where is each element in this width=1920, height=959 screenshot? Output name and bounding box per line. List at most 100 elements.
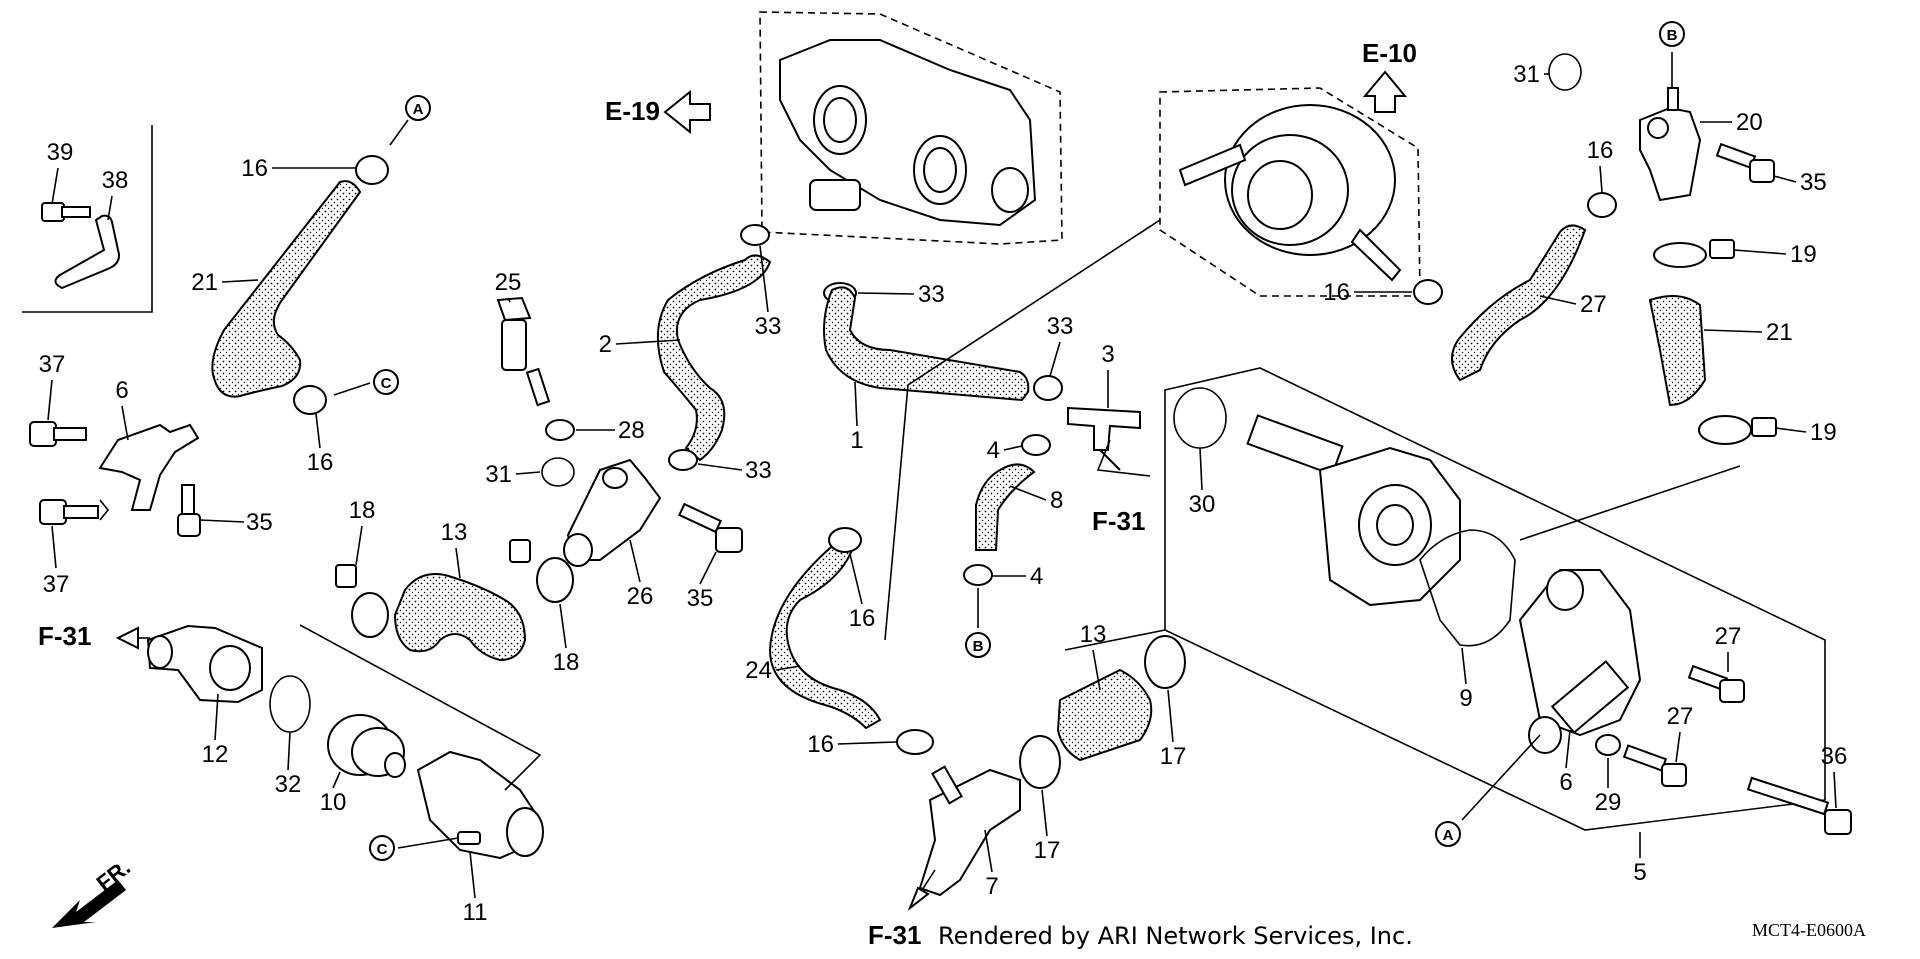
part-16-clamp-f [1413, 279, 1443, 305]
connector-a-bottom: A [1435, 734, 1541, 847]
callout-17-left: 17 [1034, 837, 1061, 864]
part-pump-body [1246, 414, 1461, 607]
callout-22: 24 [745, 657, 772, 684]
connector-a-top: A [389, 95, 431, 146]
callout-1: 1 [850, 427, 863, 454]
part-37-bolt-lower [39, 499, 99, 525]
callout-37-lower: 37 [43, 571, 70, 598]
part-22-hose [768, 543, 882, 730]
connector-a-top-label: A [413, 101, 424, 118]
callout-35-right: 35 [1800, 169, 1827, 196]
arrow-e19-icon [663, 89, 711, 135]
callout-31-right: 31 [1513, 61, 1540, 88]
callout-23: 21 [191, 269, 218, 296]
callout-6: 8 [1050, 487, 1063, 514]
throttle-body-outline [759, 11, 1063, 245]
callout-30: 30 [1189, 491, 1216, 518]
part-16-clamp-d [896, 729, 934, 755]
callout-10: 9 [1459, 685, 1472, 712]
part-33-clamp-a [740, 224, 770, 246]
connector-c-mid: C [333, 369, 399, 396]
part-17-clamp-left [1019, 735, 1061, 789]
part-7-bracket [98, 423, 200, 511]
callout-18-right: 18 [553, 649, 580, 676]
part-18-clamp-left [335, 564, 389, 638]
callout-16-c: 16 [849, 605, 876, 632]
callout-24: 27 [1580, 291, 1607, 318]
callout-32: 32 [275, 771, 302, 798]
direction-indicator: FR. [52, 854, 135, 928]
callout-16-b: 16 [307, 449, 334, 476]
part-6-hose [975, 463, 1036, 551]
callout-5: 7 [985, 873, 998, 900]
callout-27-lower: 27 [1667, 703, 1694, 730]
callout-33-b: 33 [745, 457, 772, 484]
callout-16-f: 16 [1323, 279, 1350, 306]
callout-21: 21 [1766, 319, 1793, 346]
callout-15: 13 [441, 519, 468, 546]
part-2-hose [656, 254, 772, 462]
leader-7-zig [99, 499, 110, 521]
connector-b-mid: B [965, 588, 991, 658]
ref-e10: E-10 [1362, 38, 1417, 68]
callout-35-middle: 35 [687, 585, 714, 612]
ref-e19: E-19 [605, 96, 660, 126]
part-37-bolt-upper [29, 421, 87, 447]
leader-15-group [299, 624, 542, 791]
front-arrow-icon [52, 880, 126, 928]
part-38-clip [54, 214, 120, 290]
callout-18-left: 18 [349, 497, 376, 524]
credit-text: Rendered by ARI Network Services, Inc. [938, 922, 1413, 950]
callout-8: 5 [1633, 859, 1646, 886]
callout-14: 13 [1080, 621, 1107, 648]
part-35-bolt-middle [678, 502, 743, 553]
part-10-gasket [1419, 529, 1516, 647]
part-27-bolt-lower [1622, 744, 1687, 787]
callout-11: 10 [320, 789, 347, 816]
part-24-hose [1451, 224, 1587, 382]
part-29-washer [1595, 734, 1621, 756]
callout-33-d: 33 [1047, 313, 1074, 340]
part-16-clamp-c [828, 527, 862, 553]
callout-13: 12 [202, 741, 229, 768]
callout-37-upper: 37 [39, 351, 66, 378]
connector-a-bottom-label: A [1443, 827, 1454, 844]
diagram-code: MCT4-E0600A [1752, 920, 1866, 940]
part-34-bolt [177, 484, 201, 537]
callout-31-left: 31 [485, 461, 512, 488]
callout-34: 35 [246, 509, 273, 536]
callout-27-upper: 27 [1715, 623, 1742, 650]
callout-19-lower: 19 [1810, 419, 1837, 446]
leader-3-f31 [1096, 439, 1151, 477]
callout-9: 6 [1559, 769, 1572, 796]
part-33-clamp-b [668, 449, 698, 471]
part-33-clamp-d [1033, 375, 1063, 401]
callout-7: 6 [115, 377, 128, 404]
callout-29: 29 [1595, 789, 1622, 816]
callout-labels: 39 38 16 21 16 37 6 37 35 12 32 10 11 18… [39, 61, 1848, 926]
callout-33-c: 33 [918, 281, 945, 308]
part-16-clamp-b [293, 385, 327, 415]
leader-group-21 [1519, 465, 1741, 541]
callout-16-e: 16 [1587, 137, 1614, 164]
front-label: FR. [92, 854, 135, 896]
part-9-pump-cover [1518, 569, 1642, 754]
part-16-clamp-a [355, 155, 389, 185]
part-5-pipe [918, 768, 1021, 897]
part-27-bolt-upper [1687, 664, 1745, 703]
leader-1-to-e10 [907, 219, 1161, 386]
connector-c-bottom: C [369, 835, 459, 861]
callout-28: 28 [618, 417, 645, 444]
part-1-hose [823, 286, 1030, 402]
callout-4-lower: 4 [1030, 563, 1043, 590]
part-31-o-ring-left [541, 457, 575, 487]
part-30-o-ring [1173, 387, 1227, 449]
inset-frame [22, 125, 153, 313]
arrow-f31-bottom-icon [907, 886, 930, 912]
parts-artwork [22, 11, 1852, 897]
ref-f31-left: F-31 [38, 621, 91, 651]
part-14-hose [1056, 668, 1153, 762]
part-36-bolt [1746, 776, 1852, 835]
connector-b-top-label: B [1667, 27, 1678, 44]
